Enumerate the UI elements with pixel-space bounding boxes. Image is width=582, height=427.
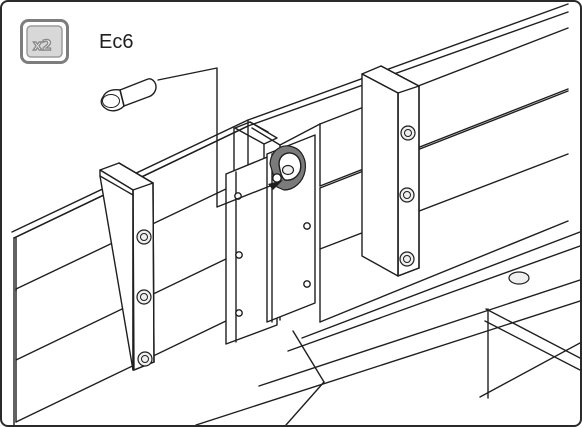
left-strap-bracket xyxy=(99,162,155,371)
quantity-badge: x2 xyxy=(20,19,69,64)
right-bolt-top xyxy=(400,125,416,141)
pin-part-ec6 xyxy=(100,78,157,112)
quantity-badge-graphic: x2 xyxy=(20,19,69,64)
quantity-prefix: x2 xyxy=(33,38,52,54)
right-bolt-middle xyxy=(399,187,415,203)
right-bolt-bottom xyxy=(399,251,415,267)
right-strap-bracket xyxy=(361,65,420,277)
left-bolt-bottom xyxy=(137,351,153,367)
installation-guide-line xyxy=(157,67,283,208)
part-code-label: Ec6 xyxy=(99,31,134,53)
left-bolt-top xyxy=(136,229,152,245)
left-bolt-middle xyxy=(136,289,152,305)
hinge-loop xyxy=(269,145,307,191)
